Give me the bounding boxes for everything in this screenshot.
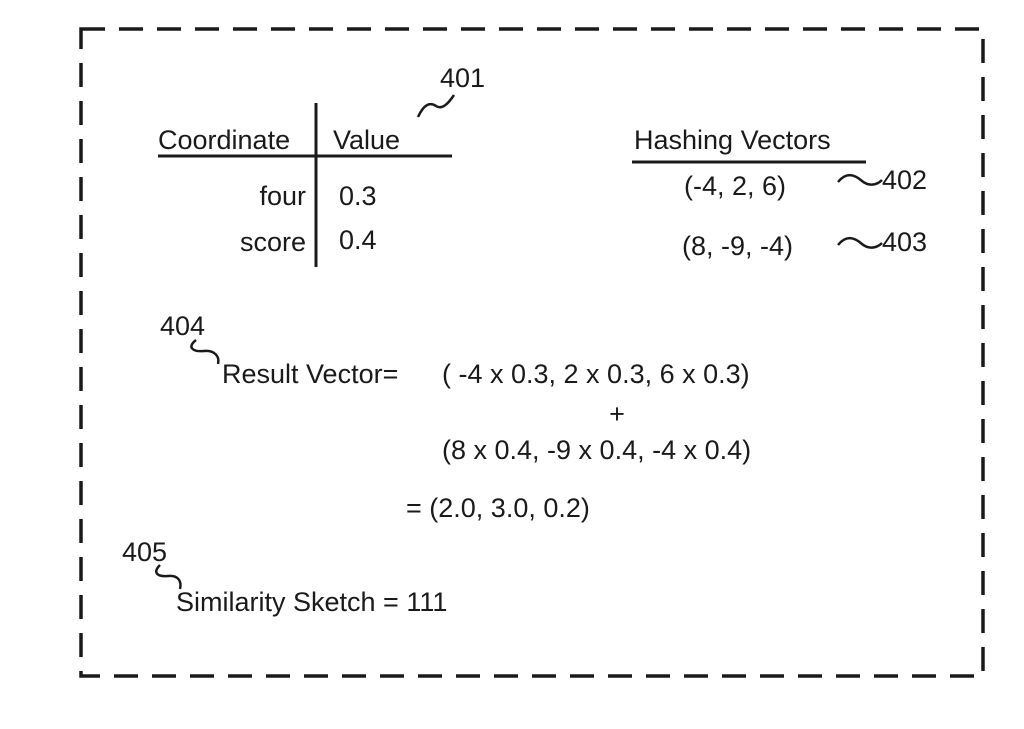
ref-numeral-401: 401 bbox=[440, 63, 486, 93]
ref-numeral-402: 402 bbox=[882, 165, 928, 195]
ref-405-lead-line bbox=[155, 564, 182, 590]
ref-402-lead-line bbox=[837, 173, 883, 186]
ref-404-lead-line bbox=[190, 339, 220, 365]
ref-numeral-405: 405 bbox=[122, 537, 168, 567]
dashed-frame bbox=[79, 27, 985, 678]
result-vector-label: Result Vector= bbox=[222, 359, 399, 389]
ref-401-lead-line bbox=[416, 94, 456, 118]
result-vector-sum: = (2.0, 3.0, 0.2) bbox=[406, 493, 590, 523]
table-cell-value: 0.3 bbox=[339, 181, 377, 211]
result-vector-term-1: ( -4 x 0.3, 2 x 0.3, 6 x 0.3) bbox=[442, 359, 750, 389]
hashing-vector: (-4, 2, 6) bbox=[684, 171, 787, 201]
ref-403-lead-line bbox=[837, 236, 883, 249]
result-plus-sign: + bbox=[609, 399, 625, 429]
ref-numeral-404: 404 bbox=[160, 311, 206, 341]
table-header-value: Value bbox=[333, 125, 401, 155]
table-cell-value: 0.4 bbox=[339, 225, 377, 255]
hashing-vectors-title: Hashing Vectors bbox=[634, 125, 831, 155]
hashing-vector: (8, -9, -4) bbox=[682, 231, 794, 261]
table-cell-coordinate: score bbox=[239, 227, 306, 257]
table-header-coordinate: Coordinate bbox=[158, 125, 291, 155]
ref-numeral-403: 403 bbox=[882, 227, 928, 257]
similarity-sketch: Similarity Sketch = 111 bbox=[176, 587, 448, 617]
result-vector-term-2: (8 x 0.4, -9 x 0.4, -4 x 0.4) bbox=[442, 435, 752, 465]
table-cell-coordinate: four bbox=[259, 181, 306, 211]
